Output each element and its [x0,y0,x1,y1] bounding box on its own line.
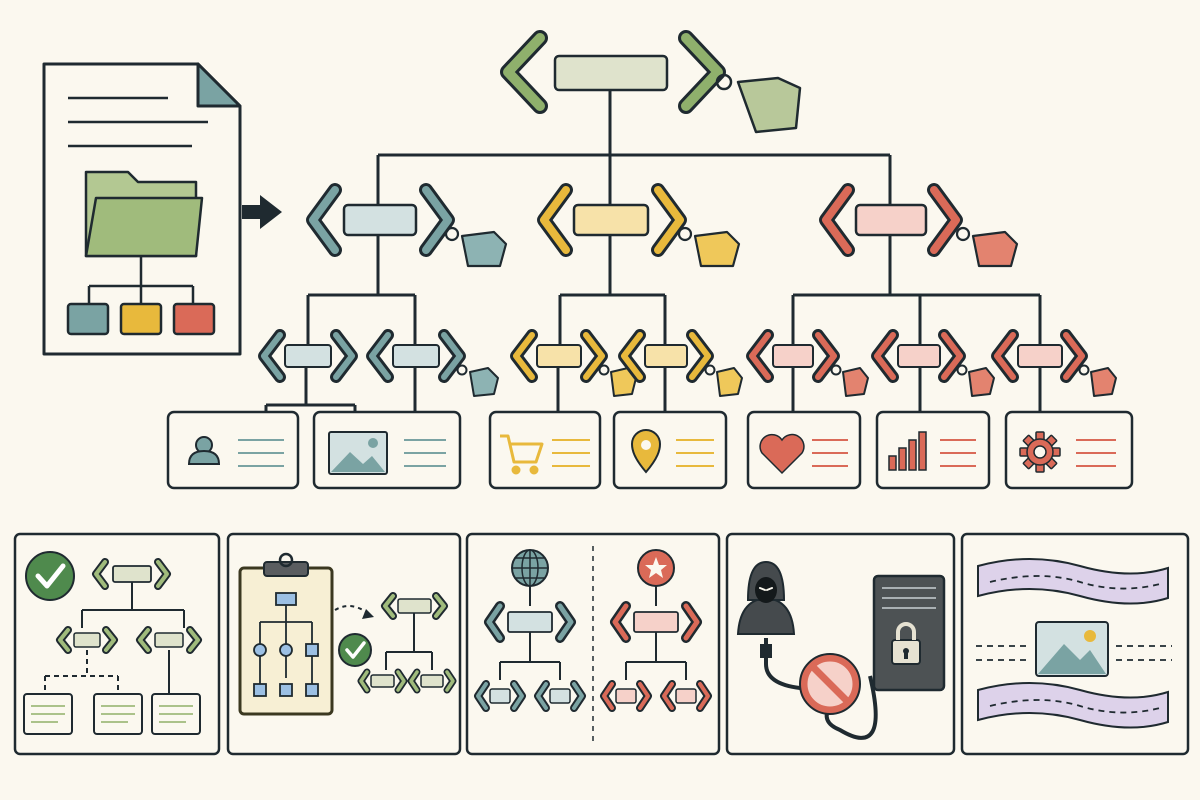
root-node [500,30,802,134]
checkmark-icon [338,633,372,667]
panel-blueprint-to-markup [226,532,462,756]
checkmark-icon [25,551,75,601]
no-entry-icon [799,653,861,715]
content-card-user [166,410,300,490]
star-icon [637,549,675,587]
content-card-cart [488,410,602,490]
location-pin-icon [630,429,662,474]
tag-icon [704,364,743,397]
branch-node-teal [306,183,508,268]
leaf-node-teal-1 [258,329,358,383]
leaf-node-yellow-2 [618,329,743,397]
shopping-cart-icon [500,434,544,475]
branch-node-red [819,183,1019,268]
tag-icon [598,364,637,397]
leaf-node-red-3 [991,329,1117,397]
content-card-chart [875,410,991,490]
panel-content-banners [960,532,1190,756]
tree-connectors [264,90,1042,412]
content-card-heart [746,410,862,490]
tag-icon [955,226,1019,268]
bar-chart-icon [888,431,927,471]
tag-icon [456,364,499,397]
tag-icon [444,226,508,268]
tag-icon [830,364,869,397]
leaf-node-teal-2 [366,329,499,397]
leaf-node-red-2 [871,329,995,397]
panel-two-trees [465,532,721,756]
content-card-settings [1004,410,1134,490]
leaf-node-yellow-1 [510,329,637,397]
heart-icon [759,433,805,475]
leaf-node-red-1 [746,329,869,397]
tag-icon [715,73,802,134]
server-lock-icon [872,574,946,692]
panel-valid-structure [13,532,221,756]
hooded-figure-icon [736,560,796,635]
tag-icon [956,364,995,397]
image-icon [1035,621,1109,677]
folder-icon [84,170,204,258]
tag-icon [677,226,741,268]
gear-icon [1019,431,1061,473]
image-icon [328,431,388,475]
arrow-right-icon [242,195,282,229]
content-card-image [312,410,462,490]
globe-icon [511,549,549,587]
panel-blocked-access [725,532,956,756]
tag-icon [1078,364,1117,397]
source-document [42,62,242,356]
branch-node-yellow [537,183,741,268]
content-card-location [612,410,728,490]
